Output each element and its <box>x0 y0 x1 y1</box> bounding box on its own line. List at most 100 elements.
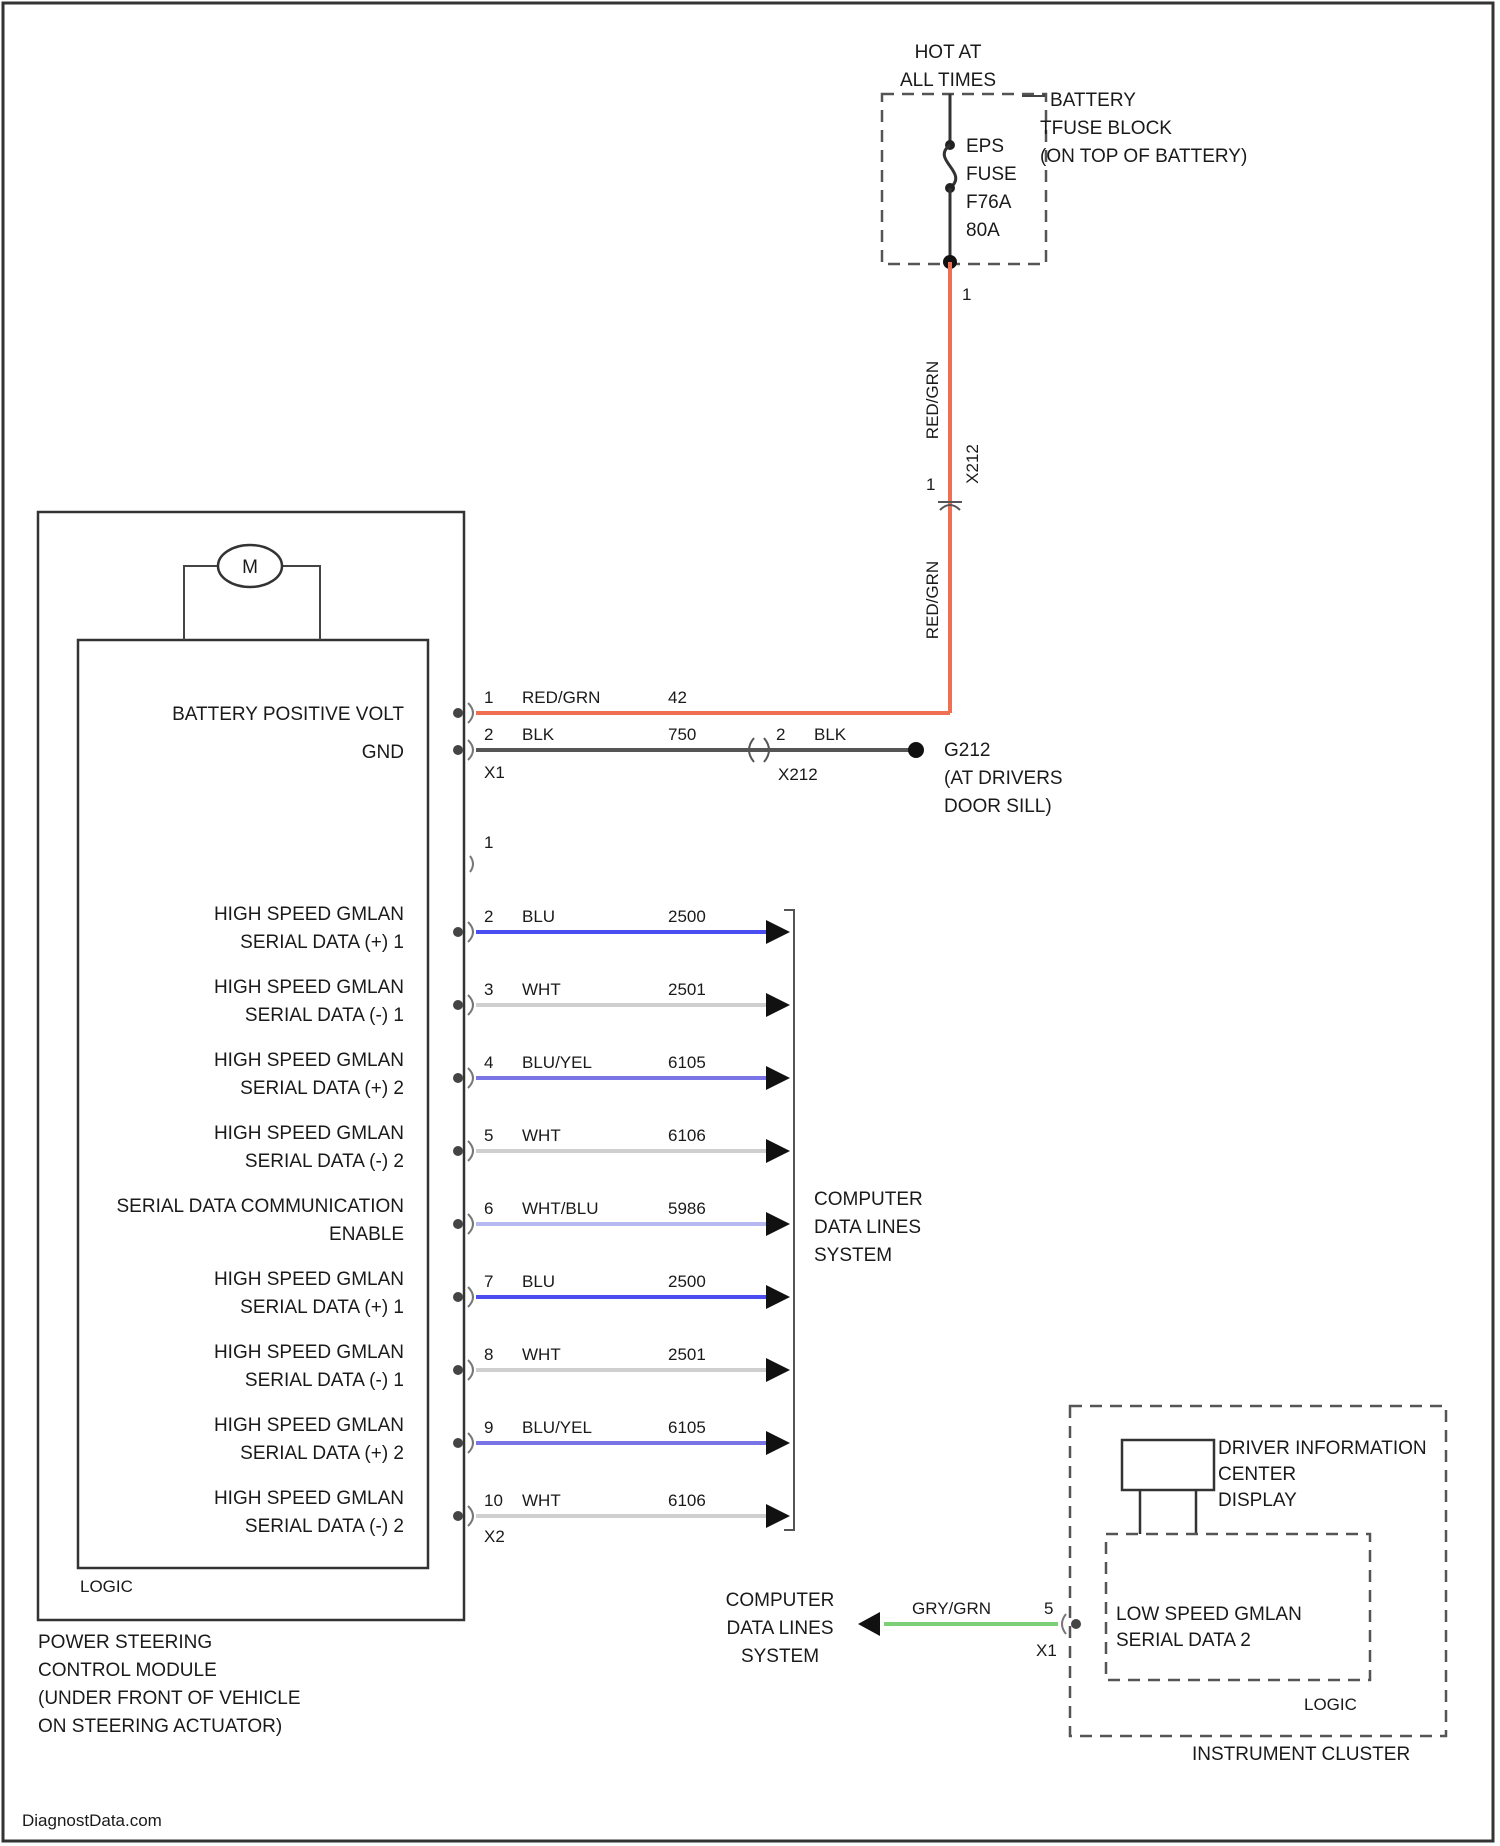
pin-number: 3 <box>484 980 493 999</box>
circuit-number: 6105 <box>668 1418 706 1437</box>
fuse-block-location: (ON TOP OF BATTERY) <box>1040 146 1247 167</box>
arrow-right-icon <box>766 1285 790 1309</box>
low-speed-gmlan-label-1: LOW SPEED GMLAN <box>1116 1604 1302 1625</box>
pin-number: 10 <box>484 1491 503 1510</box>
fuse-block-terminal: 1 <box>962 285 971 304</box>
fuse-icon <box>944 145 956 188</box>
pin-number-2: 2 <box>484 725 493 744</box>
pin-label-line-2: ENABLE <box>329 1224 404 1245</box>
instrument-cluster: DRIVER INFORMATION CENTER DISPLAY LOW SP… <box>858 1406 1446 1765</box>
data-lines-bottom-line-3: SYSTEM <box>741 1646 819 1667</box>
pin-terminal <box>453 1365 463 1375</box>
wire-color-label: WHT <box>522 980 561 999</box>
ground-point-icon <box>908 742 924 758</box>
fuse-block-label: TFUSE BLOCK <box>1040 118 1172 139</box>
fuse-name-f76a: F76A <box>966 192 1012 213</box>
arrow-left-icon <box>858 1612 880 1636</box>
pin-1-circuit: 42 <box>668 688 687 707</box>
arrow-right-icon <box>766 1066 790 1090</box>
data-lines-bottom: COMPUTER DATA LINES SYSTEM <box>726 1590 835 1667</box>
pin-label-line-1: HIGH SPEED GMLAN <box>214 1050 404 1071</box>
data-lines-bottom-line-2: DATA LINES <box>727 1618 834 1639</box>
pin-connector <box>468 1360 473 1380</box>
pin-label-line-1: HIGH SPEED GMLAN <box>214 1269 404 1290</box>
arrow-right-icon <box>766 1431 790 1455</box>
pin-label-line-1: SERIAL DATA COMMUNICATION <box>117 1196 405 1217</box>
pin-label-line-2: SERIAL DATA (+) 2 <box>240 1078 404 1099</box>
pin-2-circuit: 750 <box>668 725 696 744</box>
pin-label-line-2: SERIAL DATA (-) 1 <box>245 1370 404 1391</box>
pin-number-1: 1 <box>484 688 493 707</box>
pin-label-gnd: GND <box>362 742 404 763</box>
pin-terminal <box>453 1438 463 1448</box>
psc-logic-label: LOGIC <box>80 1577 133 1596</box>
circuit-number: 6106 <box>668 1126 706 1145</box>
x2-pin1-label: 1 <box>484 833 493 852</box>
wire-color-label: WHT <box>522 1126 561 1145</box>
pin-number: 7 <box>484 1272 493 1291</box>
fuse-block-outline <box>882 94 1046 264</box>
psc-name-line-1: POWER STEERING <box>38 1632 212 1653</box>
ground-inline-color: BLK <box>814 725 847 744</box>
fuse-name-eps: EPS <box>966 136 1004 157</box>
ground-inline-connector-label: X212 <box>778 765 818 784</box>
cluster-pin-number: 5 <box>1044 1599 1053 1618</box>
x2-pin1-stub <box>470 856 473 872</box>
battery-label: BATTERY <box>1050 90 1136 111</box>
data-lines-right: COMPUTER DATA LINES SYSTEM <box>784 910 923 1530</box>
arrow-right-icon <box>766 920 790 944</box>
pin-connector <box>468 922 473 942</box>
cluster-logic-label: LOGIC <box>1304 1695 1357 1714</box>
x2-pin-rows: HIGH SPEED GMLANSERIAL DATA (+) 12BLU250… <box>117 904 791 1537</box>
dic-display-box <box>1122 1440 1214 1490</box>
pin-terminal-2 <box>453 745 463 755</box>
data-lines-bottom-line-1: COMPUTER <box>726 1590 835 1611</box>
pin-number: 2 <box>484 907 493 926</box>
arrow-right-icon <box>766 1139 790 1163</box>
pin-label-line-2: SERIAL DATA (-) 2 <box>245 1516 404 1537</box>
pin-label-line-2: SERIAL DATA (-) 1 <box>245 1005 404 1026</box>
wire-color-label: WHT/BLU <box>522 1199 599 1218</box>
pin-label-line-2: SERIAL DATA (+) 1 <box>240 1297 404 1318</box>
all-times-label: ALL TIMES <box>900 70 996 91</box>
pin-connector <box>468 1214 473 1234</box>
fuse-name-fuse: FUSE <box>966 164 1017 185</box>
arrow-right-icon <box>766 1504 790 1528</box>
watermark: DiagnostData.com <box>22 1811 162 1830</box>
pin-terminal <box>453 1292 463 1302</box>
pin-terminal-1 <box>453 708 463 718</box>
pin-connector-2 <box>468 740 473 760</box>
pin-number: 4 <box>484 1053 493 1072</box>
dic-label-2: CENTER <box>1218 1464 1296 1485</box>
psc-name-line-3: (UNDER FRONT OF VEHICLE <box>38 1688 301 1709</box>
cluster-pin-terminal <box>1071 1619 1081 1629</box>
pin-terminal <box>453 927 463 937</box>
pin-terminal <box>453 1146 463 1156</box>
ground-wire: 2 BLK 750 2 BLK X212 G212 (AT DRIVERS DO… <box>453 725 1063 817</box>
pin-label-line-1: HIGH SPEED GMLAN <box>214 904 404 925</box>
pin-2-wire-color: BLK <box>522 725 555 744</box>
data-lines-right-line-3: SYSTEM <box>814 1245 892 1266</box>
pin-connector <box>468 1506 473 1526</box>
connector-x1-label: X1 <box>484 763 505 782</box>
pin-label-battery-positive: BATTERY POSITIVE VOLT <box>172 704 404 725</box>
gry-grn-wire-label: GRY/GRN <box>912 1599 991 1618</box>
pin-label-line-1: HIGH SPEED GMLAN <box>214 1488 404 1509</box>
pin-terminal <box>453 1511 463 1521</box>
pin-connector <box>468 1433 473 1453</box>
data-lines-right-line-1: COMPUTER <box>814 1189 923 1210</box>
pin-terminal <box>453 1000 463 1010</box>
ground-location-1: (AT DRIVERS <box>944 768 1063 789</box>
psc-name-line-4: ON STEERING ACTUATOR) <box>38 1716 282 1737</box>
pin-connector <box>468 1068 473 1088</box>
pin-number: 8 <box>484 1345 493 1364</box>
pin-label-line-2: SERIAL DATA (+) 1 <box>240 932 404 953</box>
cluster-connector-label: X1 <box>1036 1641 1057 1660</box>
ground-inline-pin: 2 <box>776 725 785 744</box>
motor-label: M <box>242 557 258 578</box>
fuse-block: HOT AT ALL TIMES BATTERY TFUSE BLOCK (ON… <box>882 42 1247 304</box>
hot-at-label: HOT AT <box>915 42 982 63</box>
pin-number: 5 <box>484 1126 493 1145</box>
circuit-number: 2500 <box>668 907 706 926</box>
circuit-number: 2501 <box>668 980 706 999</box>
